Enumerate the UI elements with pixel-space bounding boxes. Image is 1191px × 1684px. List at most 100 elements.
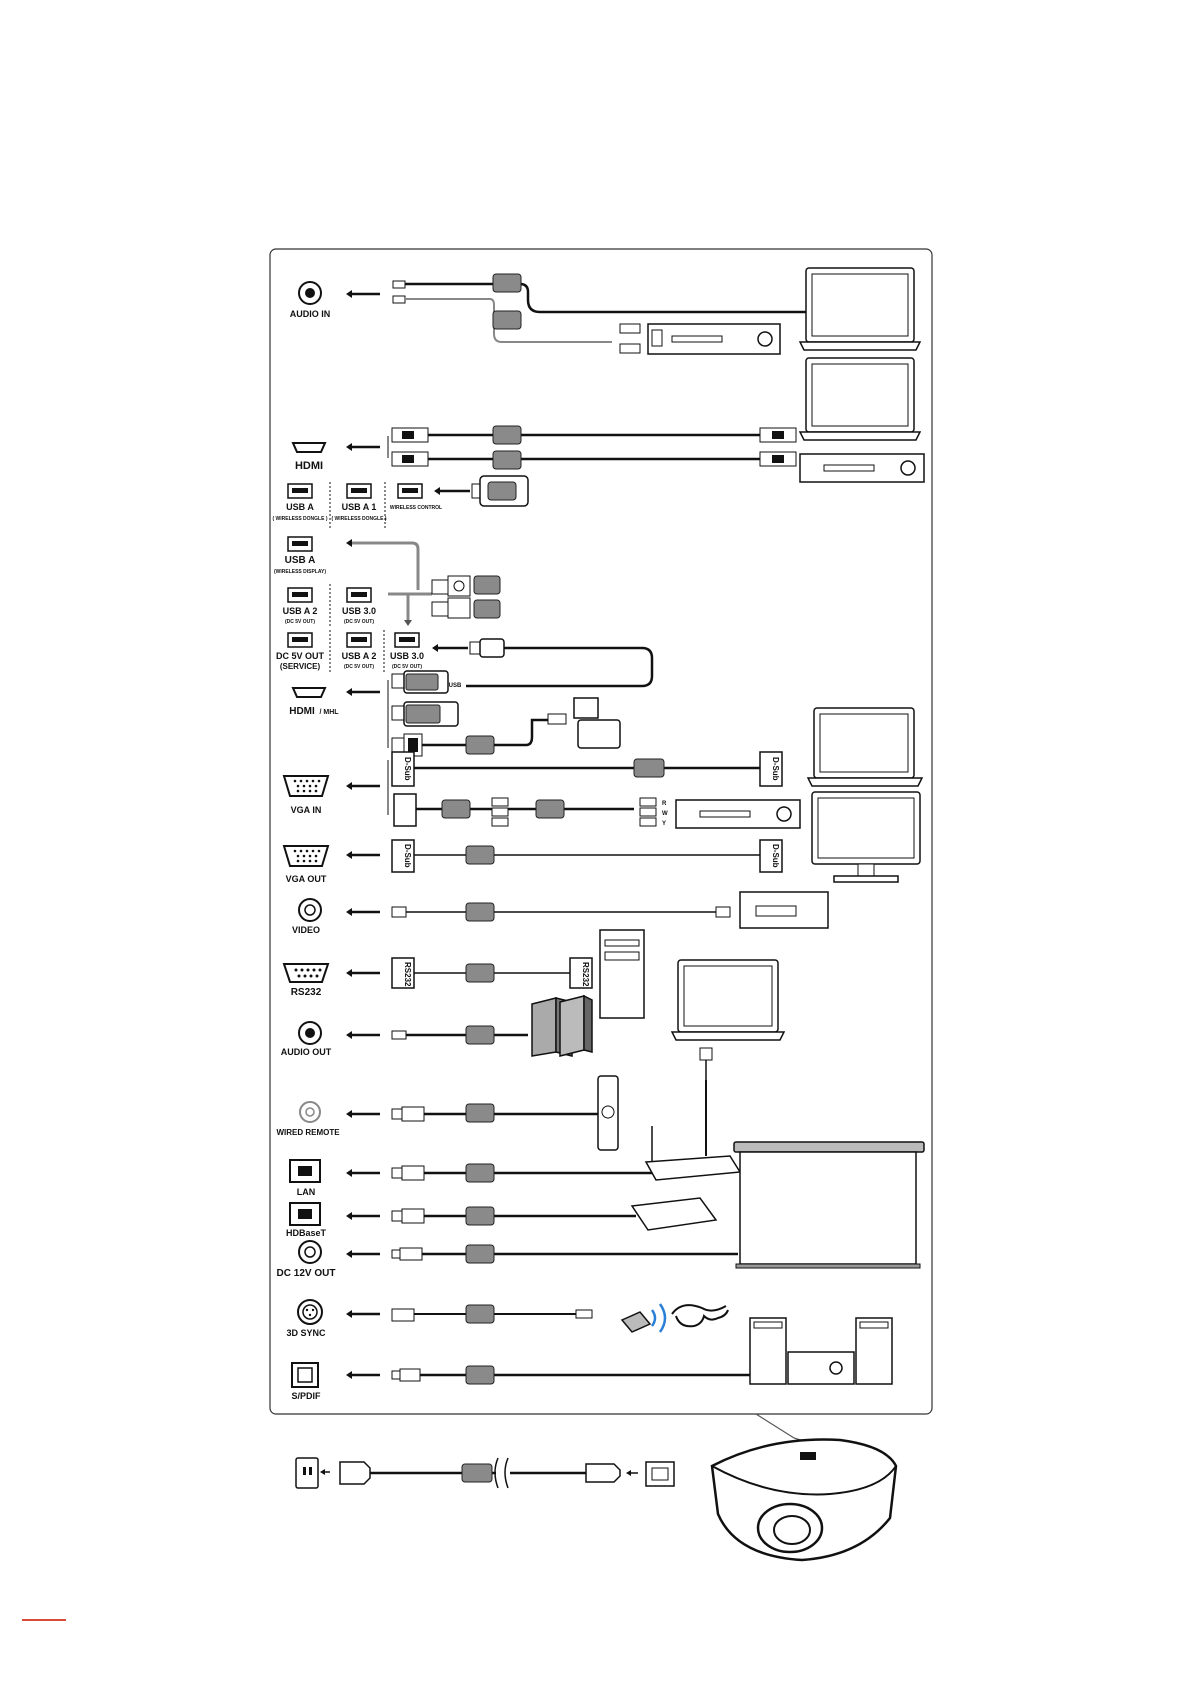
cable-tag (465, 1163, 495, 1183)
audio-in-group: AUDIO IN (290, 273, 806, 354)
router-icon (644, 1155, 742, 1181)
dsub-mark: D-Sub (403, 844, 412, 868)
iec-connector-icon (585, 1463, 621, 1483)
power-group (295, 1457, 675, 1489)
dsub-mark: D-Sub (403, 757, 412, 781)
usb-a-wireless-display-group: USB A (WIRELESS DISPLAY) (274, 536, 501, 626)
dsub-mark: D-Sub (771, 844, 780, 868)
y-mark: Y (662, 821, 666, 827)
w-mark: W (662, 811, 668, 817)
usb30-label: USB 3.0 (342, 606, 376, 616)
usb-mark: USB (449, 683, 462, 689)
dc12v-group: DC 12V OUT (277, 1240, 738, 1279)
vga-out-label: VGA OUT (286, 874, 327, 884)
dvd-player-icon (647, 323, 781, 355)
cable-tag (633, 758, 665, 778)
wireless-control-label: WIRELESS CONTROL (390, 505, 442, 511)
usb-a-sublabel: ( WIRELESS DONGLE ) (273, 516, 328, 522)
cable-tag (492, 273, 522, 293)
cable-tag (465, 902, 495, 922)
dc5v-label: DC 5V OUT (276, 651, 325, 661)
wall-outlet-icon (295, 1457, 319, 1489)
vga-in-group: VGA IN D-Sub D-Sub R W Y (282, 751, 783, 827)
hdbaset-group: HDBaseT (286, 1197, 718, 1238)
cable-tag (492, 425, 522, 445)
3d-glasses-icon (671, 1304, 729, 1328)
usb30b-label: USB 3.0 (390, 651, 424, 661)
video-group: VIDEO (292, 891, 829, 935)
spdif-label: S/PDIF (291, 1391, 321, 1401)
signal-icon (650, 1303, 667, 1333)
dsub-mark: D-Sub (771, 757, 780, 781)
usb-a-label: USB A (286, 502, 314, 512)
3d-sync-label: 3D SYNC (286, 1328, 326, 1338)
stereo-system-icon (749, 1317, 893, 1385)
lan-group: LAN (289, 1126, 742, 1197)
audio-in-label: AUDIO IN (290, 309, 331, 319)
tablet-icon (577, 719, 621, 749)
laptop-icon (798, 357, 922, 441)
cable-tag (535, 799, 565, 819)
usb-a1-sublabel: ( WIRELESS DONGLE ) (332, 516, 387, 522)
lan-label: LAN (297, 1187, 316, 1197)
cable-tag (465, 1025, 495, 1045)
hdbaset-label: HDBaseT (286, 1228, 327, 1238)
laptop-icon (798, 267, 922, 351)
speakers-icon (531, 994, 593, 1057)
wired-remote-label: WIRED REMOTE (276, 1128, 340, 1137)
page-footer-mark (22, 1619, 66, 1621)
usb30-sublabel: (DC 5V OUT) (344, 619, 374, 625)
usb-a2-label: USB A 2 (283, 606, 318, 616)
power-plug-icon (339, 1461, 371, 1485)
cable-tag (473, 599, 501, 619)
projector-icon (710, 1413, 898, 1562)
audio-out-label: AUDIO OUT (281, 1047, 332, 1057)
usb-a-wd-label: USB A (285, 555, 316, 566)
usb-a2b-label: USB A 2 (342, 651, 377, 661)
audio-out-group: AUDIO OUT (281, 994, 713, 1156)
video-label: VIDEO (292, 925, 320, 935)
vga-out-group: VGA OUT D-Sub D-Sub (282, 839, 783, 884)
hdmi-port-icon (291, 687, 327, 698)
cable-tag (473, 575, 501, 595)
r-mark: R (662, 801, 667, 807)
pc-tower-icon (599, 929, 645, 1019)
laptop-icon (806, 707, 924, 787)
rs232-group: RS232 RS232 RS232 (282, 957, 593, 998)
usb-row-2: USB A 2 (DC 5V OUT) USB 3.0 (DC 5V OUT) (283, 584, 376, 628)
cable-tag (465, 1244, 495, 1264)
hdmi-mhl-label: HDMI (289, 706, 315, 717)
usb-a-wd-sublabel: (WIRELESS DISPLAY) (274, 569, 326, 575)
phone-icon (573, 697, 599, 719)
usb-a2b-sublabel: (DC 5V OUT) (344, 664, 374, 670)
cable-tag (465, 1365, 495, 1385)
rs232-mark: RS232 (581, 962, 590, 987)
hdmi-port-icon (291, 442, 327, 453)
cable-tag (441, 799, 471, 819)
cable-tag (461, 1463, 493, 1483)
usb-a1-label: USB A 1 (342, 502, 377, 512)
projection-screen-icon (733, 1141, 925, 1269)
laptop-icon (670, 959, 786, 1041)
wired-remote-group: WIRED REMOTE (276, 1075, 619, 1151)
cable-tag (465, 1206, 495, 1226)
usb-a2-sublabel: (DC 5V OUT) (285, 619, 315, 625)
3d-emitter-icon (620, 1311, 652, 1333)
dvd-player-icon (799, 453, 925, 483)
dvd-player-icon (675, 799, 801, 829)
cable-tag (492, 310, 522, 330)
cable-tag (492, 450, 522, 470)
usb30b-sublabel: (DC 5V OUT) (392, 664, 422, 670)
usb-row-3: DC 5V OUT (SERVICE) USB A 2 (DC 5V OUT) … (276, 630, 654, 688)
vga-port-icon (282, 775, 330, 797)
cable-tag (465, 735, 495, 755)
cable-tag (465, 1103, 495, 1123)
rs232-label: RS232 (291, 987, 322, 998)
vga-in-label: VGA IN (291, 805, 322, 815)
hdmi-mhl-suffix: / MHL (319, 709, 339, 716)
hdmi-group: HDMI (291, 425, 797, 472)
monitor-icon (811, 791, 921, 883)
cable-tag (465, 1304, 495, 1324)
spdif-port-icon (291, 1362, 319, 1388)
